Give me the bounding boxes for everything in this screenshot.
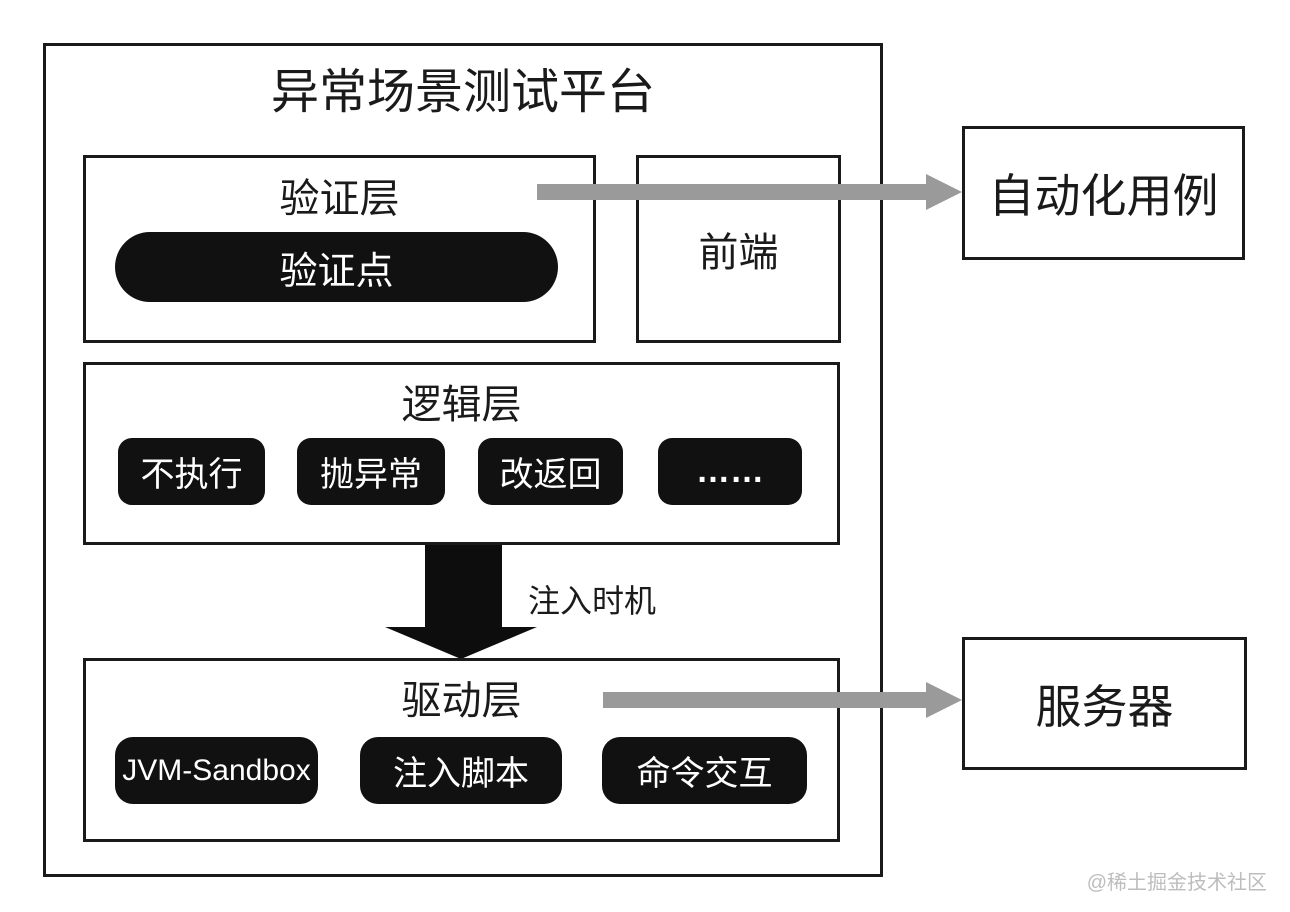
validation-layer-title: 验证层 xyxy=(279,177,400,221)
driver-layer-title: 驱动层 xyxy=(401,679,522,723)
driver-pill-jvm-sandbox: JVM-Sandbox xyxy=(115,737,318,804)
validation-point-pill: 验证点 xyxy=(115,232,558,302)
down-arrow-shaft xyxy=(425,545,502,629)
watermark-text: @稀土掘金技术社区 xyxy=(1086,872,1267,894)
automation-cases-label: 自动化用例 xyxy=(988,170,1219,222)
logic-layer-title: 逻辑层 xyxy=(401,383,522,427)
driver-pill-command-interaction: 命令交互 xyxy=(602,737,807,804)
automation-cases-box: 自动化用例 xyxy=(962,126,1245,260)
injection-timing-label: 注入时机 xyxy=(528,583,657,619)
down-arrowhead-icon xyxy=(385,627,537,659)
logic-pill-throw-exception: 抛异常 xyxy=(297,438,445,505)
driver-pill-injection-script: 注入脚本 xyxy=(360,737,562,804)
server-box: 服务器 xyxy=(962,637,1247,770)
platform-title: 异常场景测试平台 xyxy=(270,66,655,119)
logic-pill-ellipsis: …… xyxy=(658,438,802,505)
logic-pill-change-return: 改返回 xyxy=(478,438,623,505)
right-arrowhead-icon xyxy=(926,174,962,210)
logic-pill-no-execute: 不执行 xyxy=(118,438,265,505)
right-arrowhead-icon xyxy=(926,682,962,718)
frontend-label: 前端 xyxy=(698,231,779,275)
right-arrow-shaft xyxy=(603,692,926,708)
right-arrow-shaft xyxy=(537,184,927,200)
server-label: 服务器 xyxy=(1035,680,1174,733)
